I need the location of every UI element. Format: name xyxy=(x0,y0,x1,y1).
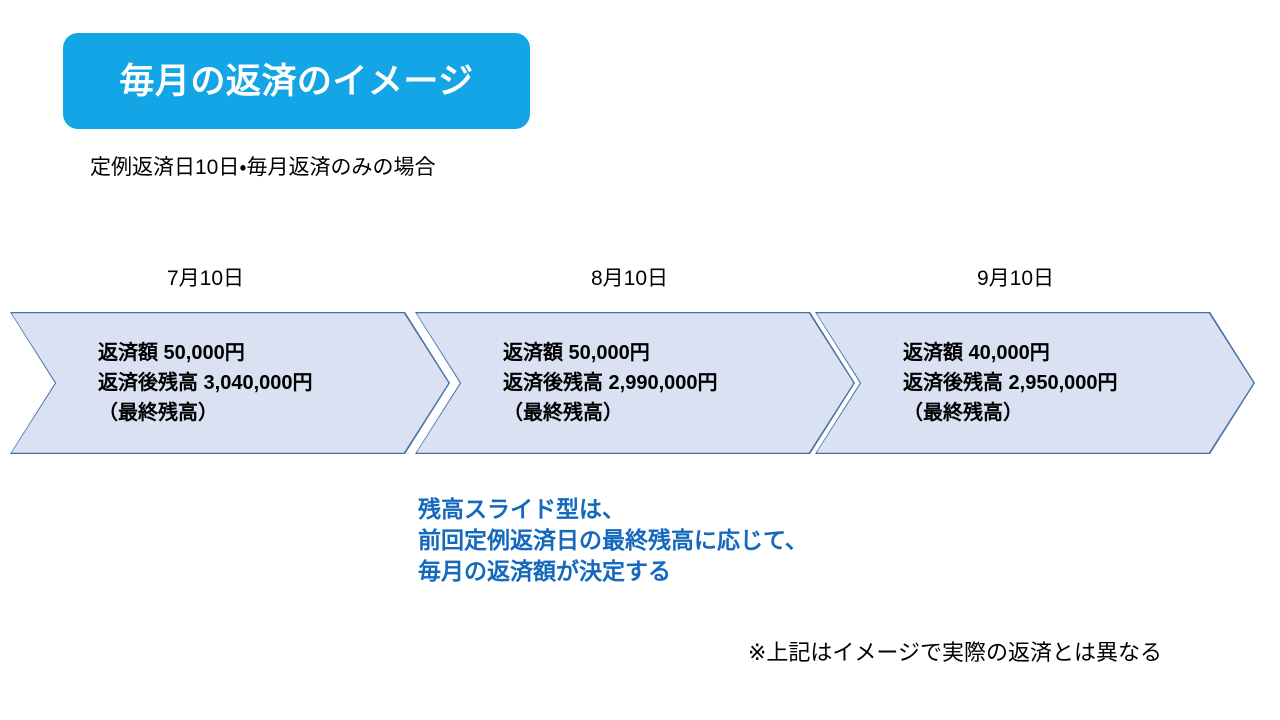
step-2-balance-line: 返済後残高 2,990,000円 xyxy=(503,372,718,394)
callout-line-1: 残高スライド型は、 xyxy=(418,496,625,522)
step-2-repayment-line: 返済額 50,000円 xyxy=(503,342,650,364)
callout-line-2: 前回定例返済日の最終残高に応じて、 xyxy=(418,527,808,553)
chevron-fill-1 xyxy=(11,313,449,453)
timeline-step-2-body: 返済額 50,000円 返済後残高 2,990,000円 （最終残高） xyxy=(503,338,718,428)
chevron-fill-3 xyxy=(816,313,1254,453)
timeline-step-3-body: 返済額 40,000円 返済後残高 2,950,000円 （最終残高） xyxy=(903,338,1118,428)
timeline-step-1-body: 返済額 50,000円 返済後残高 3,040,000円 （最終残高） xyxy=(98,338,313,428)
timeline-chevron-band: 返済額 50,000円 返済後残高 3,040,000円 （最終残高） 返済額 … xyxy=(0,312,1280,454)
timeline-date-label-2: 8月10日 xyxy=(591,267,669,290)
step-3-note-line: （最終残高） xyxy=(903,402,1023,424)
subtitle-text: 定例返済日10日・毎月返済のみの場合 xyxy=(90,156,436,179)
step-3-balance-line: 返済後残高 2,950,000円 xyxy=(903,372,1118,394)
step-3-repayment-line: 返済額 40,000円 xyxy=(903,342,1050,364)
timeline-step-3: 返済額 40,000円 返済後残高 2,950,000円 （最終残高） xyxy=(815,312,1255,454)
timeline-date-label-3: 9月10日 xyxy=(977,267,1055,290)
callout-text: 残高スライド型は、 前回定例返済日の最終残高に応じて、 毎月の返済額が決定する xyxy=(418,494,808,587)
chevron-fill-2 xyxy=(416,313,854,453)
step-1-note-line: （最終残高） xyxy=(98,402,218,424)
callout-line-3: 毎月の返済額が決定する xyxy=(418,558,671,584)
timeline-date-label-1: 7月10日 xyxy=(167,267,245,290)
step-2-note-line: （最終残高） xyxy=(503,402,623,424)
step-1-repayment-line: 返済額 50,000円 xyxy=(98,342,245,364)
page-title: 毎月の返済のイメージ xyxy=(119,61,474,101)
title-banner: 毎月の返済のイメージ xyxy=(63,33,530,129)
timeline-step-1: 返済額 50,000円 返済後残高 3,040,000円 （最終残高） xyxy=(10,312,450,454)
step-1-balance-line: 返済後残高 3,040,000円 xyxy=(98,372,313,394)
footnote-text: ※上記はイメージで実際の返済とは異なる xyxy=(748,640,1162,665)
timeline-step-2: 返済額 50,000円 返済後残高 2,990,000円 （最終残高） xyxy=(415,312,855,454)
